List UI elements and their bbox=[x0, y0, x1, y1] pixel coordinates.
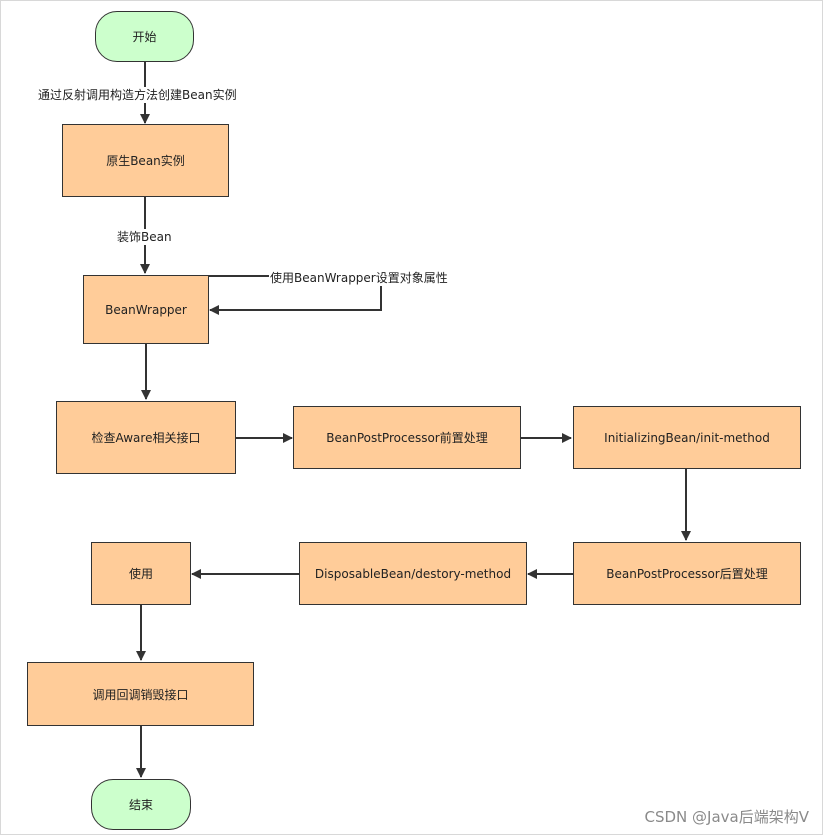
use-node: 使用 bbox=[91, 542, 191, 605]
check-aware-node: 检查Aware相关接口 bbox=[56, 401, 236, 474]
bpp-before-node: BeanPostProcessor前置处理 bbox=[293, 406, 521, 469]
destroy-callback-node: 调用回调销毁接口 bbox=[27, 662, 254, 726]
bpp-after-node: BeanPostProcessor后置处理 bbox=[573, 542, 801, 605]
edge-label-reflect: 通过反射调用构造方法创建Bean实例 bbox=[37, 87, 238, 103]
edge-set-properties-loop bbox=[148, 275, 382, 315]
raw-bean-node: 原生Bean实例 bbox=[62, 124, 229, 197]
end-node: 结束 bbox=[91, 779, 191, 830]
edge-label-set-properties: 使用BeanWrapper设置对象属性 bbox=[269, 270, 449, 286]
edge-label-decorate: 装饰Bean bbox=[116, 229, 173, 245]
bean-wrapper-node: BeanWrapper bbox=[83, 275, 209, 344]
start-node: 开始 bbox=[95, 11, 194, 62]
disposable-bean-node: DisposableBean/destory-method bbox=[299, 542, 527, 605]
initializing-bean-node: InitializingBean/init-method bbox=[573, 406, 801, 469]
watermark-text: CSDN @Java后端架构V bbox=[644, 808, 809, 826]
